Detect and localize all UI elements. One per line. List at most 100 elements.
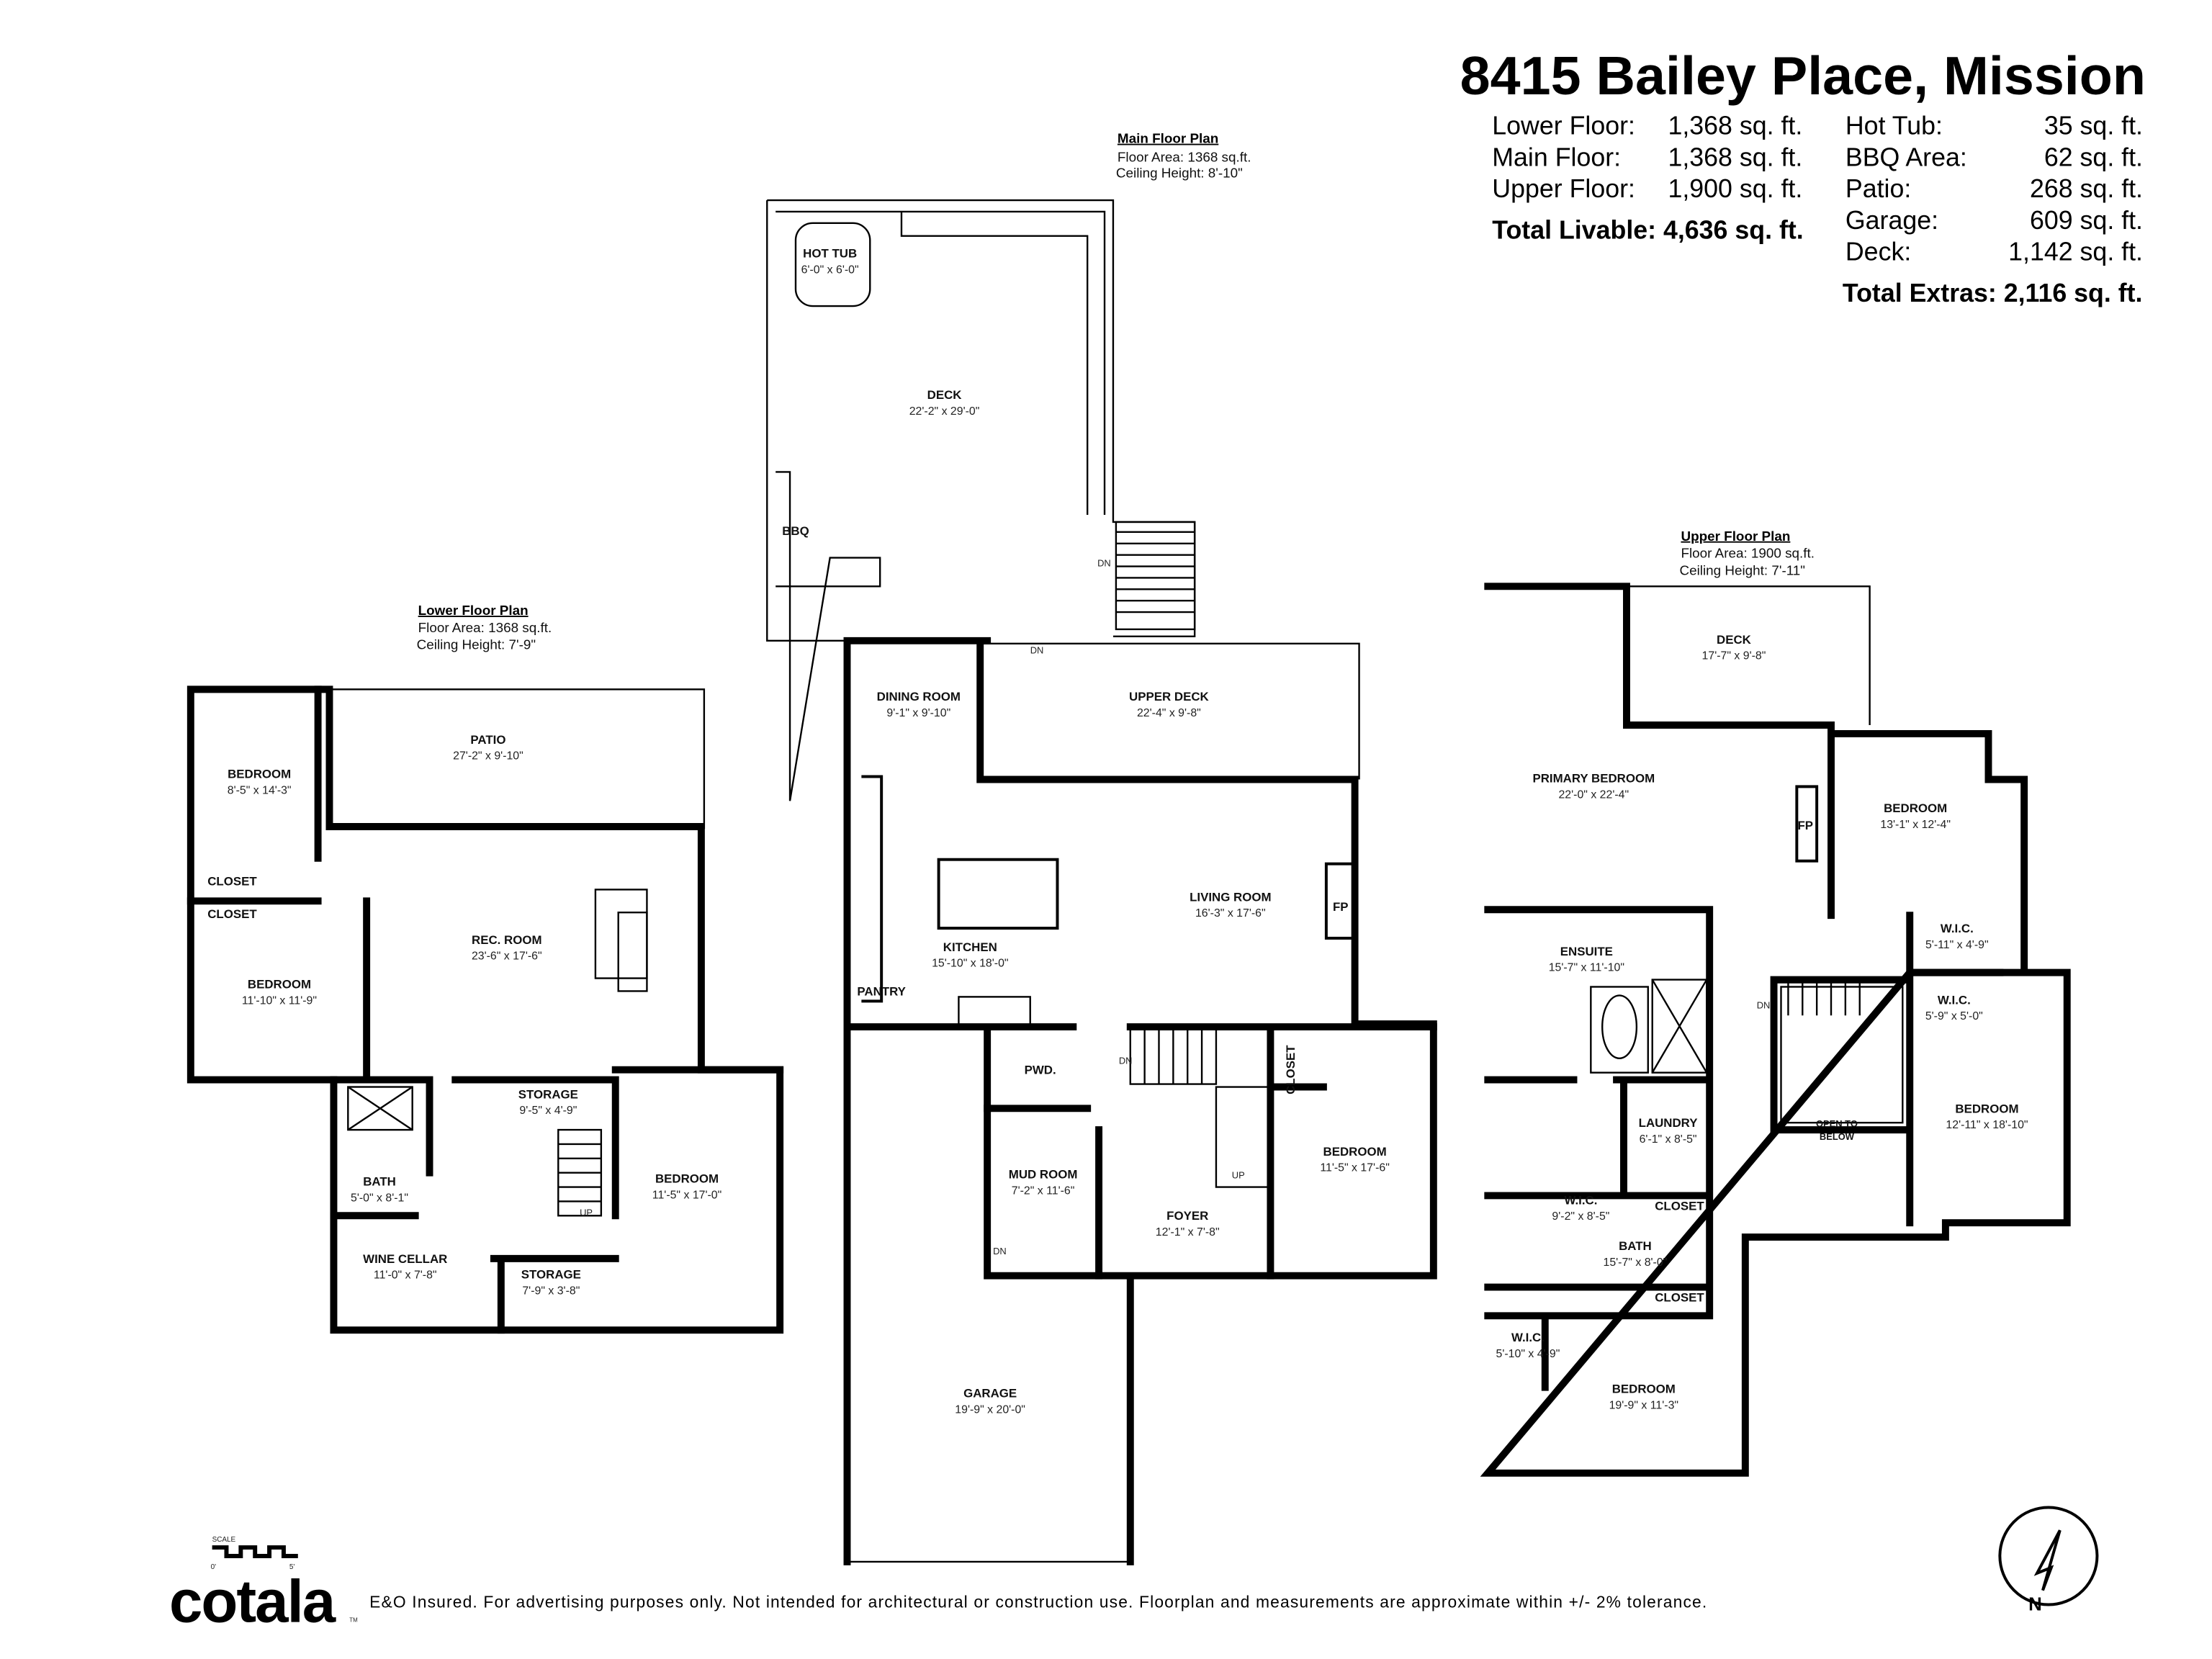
tub-basin (1601, 994, 1638, 1059)
room-dimensions: 15'-10" x 18'-0" (932, 958, 1008, 970)
total-livable: Total Livable: 4,636 sq. ft. (1492, 216, 1803, 245)
main-floor-plan (766, 199, 1437, 1565)
room-dimensions: 11'-5" x 17'-0" (652, 1189, 721, 1201)
upper-deck-railing (1626, 585, 1871, 726)
stat-value: 1,900 sq. ft. (1668, 174, 1802, 203)
kitchen-counter (958, 996, 1031, 1027)
plan-area: Floor Area: 1368 sq.ft. (418, 620, 552, 635)
scale-min: 0' (211, 1563, 217, 1571)
room-name-closet: CLOSET (1655, 1290, 1704, 1304)
room-dimensions: 19'-9" x 20'-0" (955, 1403, 1025, 1416)
room-labels: BEDROOM 8'-5" x 14'-3" PATIO 27'-2" x 9'-10… (207, 247, 2028, 1416)
room-dimensions: 12'-1" x 7'-8" (1156, 1226, 1220, 1238)
deck-stairs (1115, 521, 1196, 631)
lower-interior-wall (186, 685, 784, 1334)
room-name-bedroom: BEDROOM (1955, 1102, 2018, 1115)
stat-label: Main Floor: (1492, 143, 1621, 171)
stat-label: Hot Tub: (1845, 112, 1943, 140)
room-name-fp: FP (1797, 819, 1813, 832)
room-name-living-room: LIVING ROOM (1190, 890, 1271, 904)
room-dimensions: 16'-3" x 17'-6" (1195, 907, 1266, 920)
ensuite-shower (1651, 979, 1708, 1074)
lower-stairs (557, 1128, 603, 1217)
lower-plan-header: Lower Floor Plan Floor Area: 1368 sq.ft.… (417, 603, 552, 652)
room-name-bedroom: BEDROOM (1323, 1145, 1387, 1159)
plan-title: Upper Floor Plan (1681, 529, 1790, 544)
room-name-fp: FP (1333, 900, 1349, 914)
main-plan-header: Main Floor Plan Floor Area: 1368 sq.ft. … (1116, 131, 1251, 181)
room-dimensions: 11'-5" x 17'-6" (1320, 1162, 1389, 1174)
upper-exterior-wall (1480, 583, 2071, 1477)
soaker-tub (1590, 986, 1649, 1074)
stairs-down-label: DN (1757, 999, 1771, 1010)
open-to-below-label: BELOW (1820, 1131, 1855, 1142)
stairs-down-label: DN (1097, 558, 1111, 569)
room-name-bedroom: BEDROOM (248, 977, 311, 991)
room-dimensions: 15'-7" x 11'-10" (1549, 962, 1624, 974)
stat-label: Patio: (1845, 174, 1911, 203)
room-dimensions: 7'-2" x 11'-6" (1012, 1184, 1075, 1197)
room-name-storage: STORAGE (518, 1087, 578, 1101)
room-name-laundry: LAUNDRY (1639, 1116, 1698, 1130)
room-name-patio: PATIO (470, 733, 505, 747)
shower (347, 1086, 413, 1131)
upper-stairs (1773, 981, 1910, 1016)
room-name-bedroom: BEDROOM (655, 1172, 719, 1186)
plan-ceiling: Ceiling Height: 8'-10" (1116, 165, 1243, 180)
room-name-ensuite: ENSUITE (1560, 945, 1613, 958)
closet-label: CLOSET (1284, 1045, 1298, 1094)
room-name-w-i-c: W.I.C. (1941, 922, 1974, 935)
room-name-closet: CLOSET (1655, 1199, 1704, 1213)
room-name-wine-cellar: WINE CELLAR (363, 1252, 447, 1266)
stat-value: 1,142 sq. ft. (2008, 237, 2143, 266)
plan-ceiling: Ceiling Height: 7'-11" (1679, 562, 1805, 577)
stat-value: 62 sq. ft. (2044, 143, 2143, 171)
room-name-mud-room: MUD ROOM (1009, 1168, 1078, 1182)
main-exterior-wall (843, 637, 1437, 1565)
cotala-logo: cotala (169, 1567, 336, 1635)
room-dimensions: 9'-5" x 4'-9" (519, 1105, 577, 1117)
hot-tub (794, 222, 871, 307)
room-dimensions: 9'-2" x 8'-5" (1552, 1210, 1609, 1223)
room-dimensions: 13'-1" x 12'-4" (1880, 819, 1951, 831)
stat-value: 268 sq. ft. (2030, 174, 2143, 203)
room-dimensions: 22'-0" x 22'-4" (1558, 788, 1629, 801)
room-name-w-i-c: W.I.C. (1564, 1193, 1597, 1207)
livable-stats: Lower Floor: 1,368 sq. ft. Main Floor: 1… (1492, 112, 1803, 245)
fireplace (1324, 862, 1357, 940)
stairs-up-label: UP (580, 1207, 593, 1218)
scale-bar: SCALE 0' 5' (211, 1536, 298, 1571)
room-name-primary-bedroom: PRIMARY BEDROOM (1532, 771, 1655, 785)
room-name-closet: CLOSET (207, 874, 257, 888)
stairs-down-label: DN (993, 1246, 1007, 1256)
fireplace (1795, 785, 1819, 863)
scale-label: SCALE (212, 1536, 236, 1544)
room-dimensions: 22'-4" x 9'-8" (1137, 707, 1201, 719)
stat-label: Garage: (1845, 206, 1938, 235)
kitchen-island (937, 858, 1059, 930)
stairs-up-label: UP (1232, 1170, 1245, 1181)
room-dimensions: 8'-5" x 14'-3" (228, 784, 292, 796)
compass-north-label: N (2028, 1594, 2042, 1614)
stat-label: BBQ Area: (1845, 143, 1967, 171)
kitchen-cabinets (861, 775, 884, 1003)
room-name-w-i-c: W.I.C. (1938, 993, 1971, 1007)
upper-floor-plan (1480, 583, 2071, 1477)
plan-ceiling: Ceiling Height: 7'-9" (417, 637, 536, 652)
room-name-deck: DECK (1717, 633, 1752, 647)
logo-trademark: TM (349, 1617, 357, 1623)
room-dimensions: 19'-9" x 11'-3" (1609, 1399, 1678, 1411)
room-dimensions: 12'-11" x 18'-10" (1946, 1119, 2028, 1131)
room-dimensions: 6'-0" x 6'-0" (801, 264, 859, 276)
shower-drain (1651, 979, 1708, 1074)
stat-value: 35 sq. ft. (2044, 112, 2143, 140)
scale-max: 5' (289, 1563, 295, 1571)
room-name-closet: CLOSET (207, 907, 257, 921)
room-dimensions: 15'-7" x 8'-0" (1603, 1256, 1667, 1269)
plan-title: Lower Floor Plan (418, 603, 529, 618)
north-arrow-icon: N (1998, 1506, 2099, 1614)
room-name-dining-room: DINING ROOM (877, 690, 961, 703)
lower-floor-plan (186, 685, 784, 1334)
room-dimensions: 27'-2" x 9'-10" (453, 750, 523, 763)
